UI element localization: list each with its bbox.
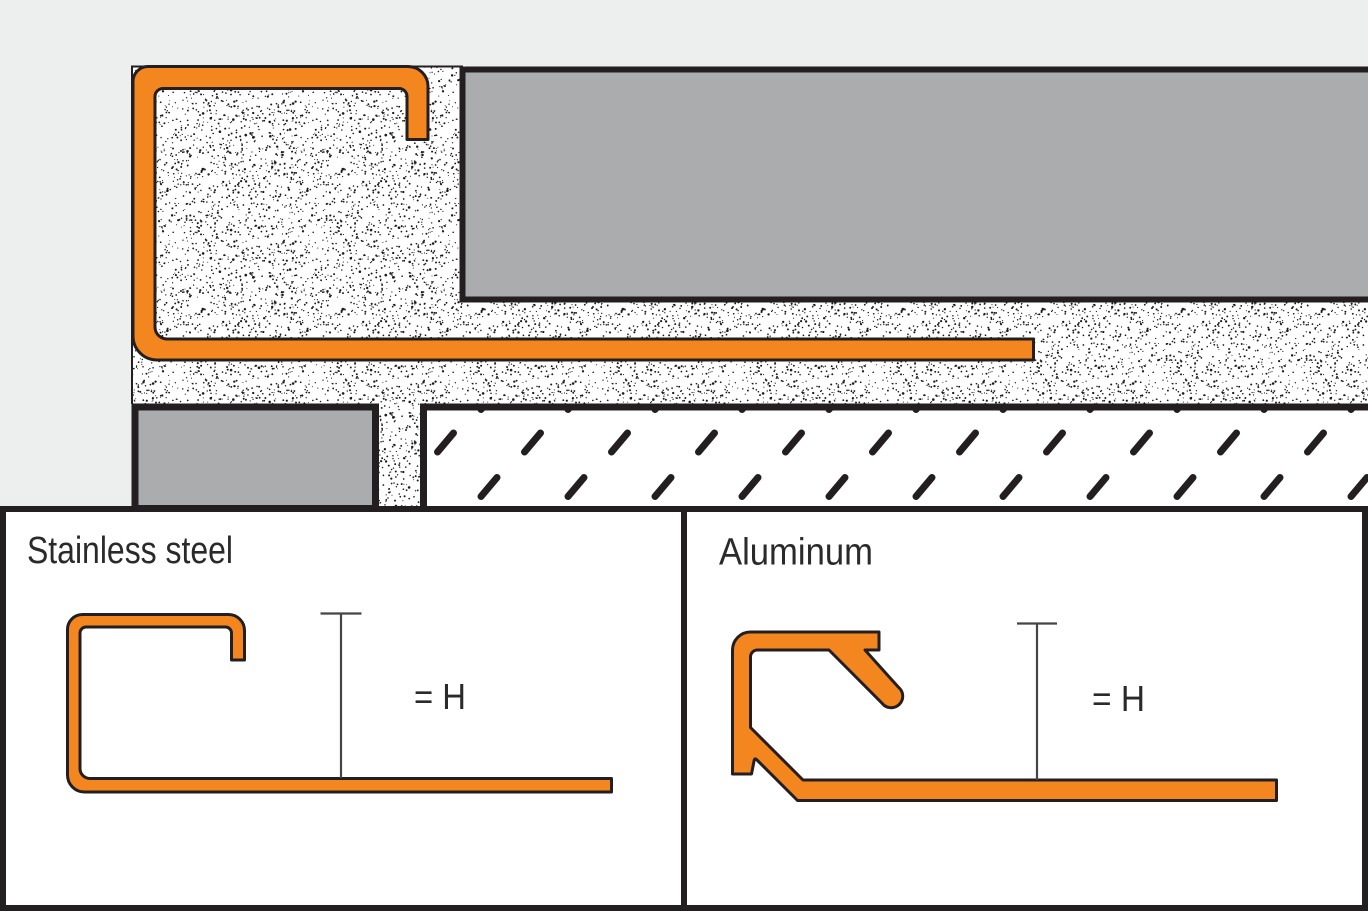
svg-text:= H: = H xyxy=(414,676,466,717)
svg-text:= H: = H xyxy=(1092,678,1145,719)
svg-text:Aluminum: Aluminum xyxy=(719,532,873,574)
svg-text:Stainless steel: Stainless steel xyxy=(27,530,233,572)
